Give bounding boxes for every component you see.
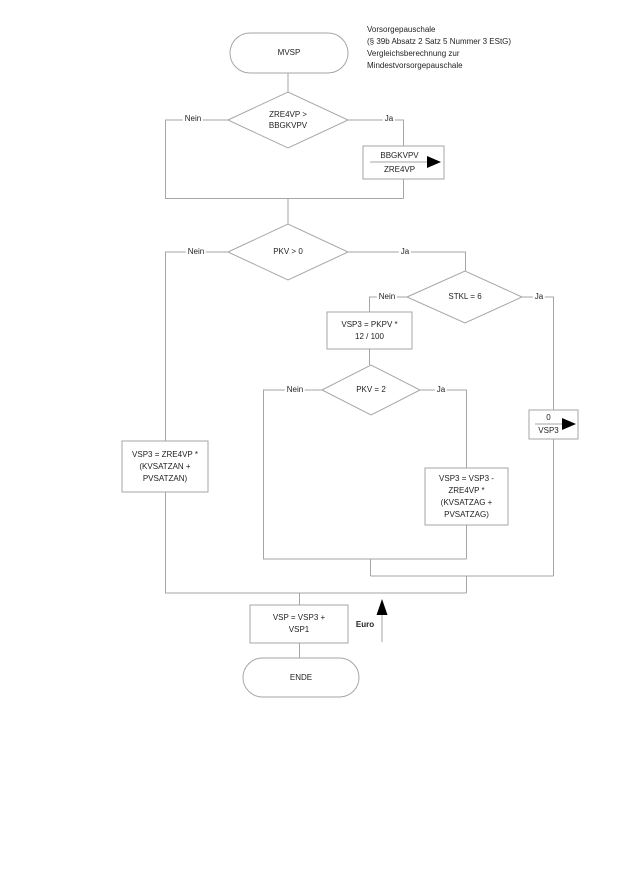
decision-stkl6-label: STKL = 6 bbox=[448, 292, 482, 301]
branch-pkv2-nein: Nein bbox=[284, 385, 306, 395]
annotation-line: (§ 39b Absatz 2 Satz 5 Nummer 3 EStG) bbox=[367, 37, 512, 46]
process-ag-label: VSP3 = VSP3 - ZRE4VP * (KVSATZAG + PVSAT… bbox=[439, 473, 494, 519]
assign-zero-value: 0 bbox=[546, 413, 551, 422]
process-pkpv-box bbox=[326, 311, 413, 350]
edge-stkl6-ja bbox=[522, 296, 554, 410]
decision-zre4vp-label: ZRE4VP > BBGKVPV bbox=[268, 110, 308, 130]
decision-pkv0-diamond bbox=[226, 223, 350, 281]
edge-pkv0-ja bbox=[348, 251, 466, 271]
start-node-label: MVSP bbox=[277, 48, 301, 57]
annotation-line: Vergleichsberechnung zur bbox=[367, 49, 460, 58]
decision-stkl6-diamond bbox=[405, 270, 524, 324]
decision-pkv0-label: PKV > 0 bbox=[273, 247, 303, 256]
assign-arrow-icon bbox=[562, 418, 576, 430]
branch-zre4vp-nein: Nein bbox=[182, 114, 204, 124]
edge-zre4vp-ja bbox=[348, 119, 404, 146]
branch-pkv0-nein: Nein bbox=[185, 247, 207, 257]
process-vsp-box bbox=[249, 604, 349, 644]
decision-pkv2-diamond bbox=[320, 364, 422, 416]
assign-bbgkvpv-target: ZRE4VP bbox=[383, 164, 416, 174]
branch-pkv0-ja: Ja bbox=[398, 247, 412, 257]
assign-arrow-icon bbox=[427, 156, 441, 168]
branch-stkl6-nein: Nein bbox=[376, 292, 398, 302]
annotation-line: Vorsorgepauschale bbox=[367, 25, 436, 34]
edge-pkv2-ja bbox=[420, 389, 467, 468]
branch-pkv2-ja: Ja bbox=[434, 385, 448, 395]
process-pkpv-label: VSP3 = PKPV * 12 / 100 bbox=[341, 319, 398, 341]
end-node-label: ENDE bbox=[289, 672, 313, 682]
edge-pkv0-nein bbox=[165, 251, 228, 593]
annotation-line: Mindestvorsorgepauschale bbox=[367, 61, 463, 70]
euro-axis-label: Euro bbox=[353, 620, 377, 630]
decision-pkv2-label: PKV = 2 bbox=[356, 385, 386, 394]
process-ag-box bbox=[424, 467, 509, 526]
terminator-mvsp bbox=[229, 32, 349, 74]
terminator-ende bbox=[242, 657, 360, 698]
edge-zre4vp-nein bbox=[165, 119, 228, 198]
process-an-box bbox=[121, 440, 209, 493]
process-vsp-label: VSP = VSP3 + VSP1 bbox=[272, 613, 326, 634]
edge-pkv2-nein bbox=[263, 389, 322, 559]
annotation-block: Vorsorgepauschale (§ 39b Absatz 2 Satz 5… bbox=[367, 24, 577, 72]
process-an-label: VSP3 = ZRE4VP * (KVSATZAN + PVSATZAN) bbox=[132, 449, 198, 483]
assign-bbgkvpv-value: BBGKVPV bbox=[380, 150, 419, 160]
branch-stkl6-ja: Ja bbox=[532, 292, 546, 302]
assign-zero-target: VSP3 bbox=[538, 426, 559, 435]
branch-zre4vp-ja: Ja bbox=[382, 114, 396, 124]
decision-zre4vp-diamond bbox=[226, 91, 350, 149]
euro-up-arrow-icon bbox=[376, 599, 388, 615]
